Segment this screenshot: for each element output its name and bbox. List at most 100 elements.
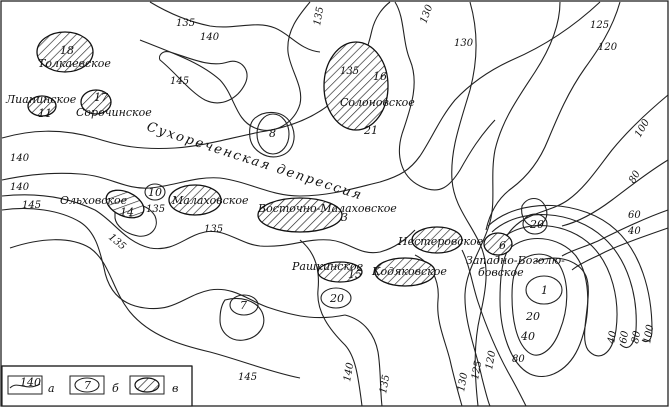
- contour-line: [139, 1, 311, 131]
- contour-value: 100: [633, 117, 652, 140]
- contour-value: 135: [204, 224, 223, 235]
- contour-value: 40: [627, 226, 641, 237]
- number-label: 8: [269, 127, 276, 140]
- contour-line: [299, 239, 363, 407]
- legend: 140 а 7 б в: [1, 365, 193, 407]
- contour-value: 130: [418, 3, 435, 25]
- contour-value: 140: [200, 32, 220, 43]
- number-label: 20: [525, 310, 540, 323]
- field-label-solonovskoe: Солоновское: [340, 96, 415, 109]
- contour-line: [461, 249, 527, 407]
- contour-line: [571, 227, 669, 271]
- contour-line: [561, 159, 669, 227]
- contour-value: 135: [146, 204, 165, 215]
- field-label-rashkinskoe: Рашкинское: [291, 260, 364, 273]
- field-label-nesterovskoe: Нестеровское: [397, 235, 484, 248]
- contour-line: [497, 94, 669, 263]
- structure-1: [525, 275, 563, 305]
- legend-field-icon: [134, 377, 160, 393]
- contour-value: 60: [628, 210, 641, 221]
- contour-line: [485, 1, 621, 231]
- contour-line: [561, 209, 669, 257]
- field-label-olkhovskoe: Ольховское: [60, 194, 128, 207]
- local-structures: [144, 113, 563, 316]
- field-label-vostochno-malakhovskoe: Восточно-Малаховское: [257, 202, 397, 215]
- contour-value: 140: [342, 361, 356, 382]
- number-label: 14: [120, 206, 134, 219]
- contour-line: [394, 1, 496, 191]
- contour-line: [511, 253, 568, 356]
- legend-a-box: [7, 375, 43, 395]
- contour-line: [487, 204, 653, 343]
- number-label: 16: [373, 70, 387, 83]
- number-label: 18: [60, 44, 74, 57]
- field-labels: Толкаевское Лианинское Сорочинское Солон…: [5, 57, 565, 279]
- contour-value: 130: [456, 371, 470, 392]
- contour-value: 140: [10, 153, 30, 164]
- number-label: 10: [148, 186, 162, 199]
- number-label: 20: [529, 218, 544, 231]
- oil-fields: [27, 31, 513, 287]
- contour-value: 135: [312, 6, 326, 27]
- contour-value: 80: [630, 329, 643, 344]
- field-label-malakhovskoe: Малаховское: [171, 194, 249, 207]
- number-label: 11: [38, 107, 52, 120]
- contour-lines: [1, 1, 601, 407]
- field-label-lianinskoe: Лианинское: [5, 93, 77, 106]
- structure-7: [229, 294, 259, 316]
- contour-line: [158, 51, 248, 104]
- number-label: 40: [520, 330, 535, 343]
- contour-value: 125: [470, 360, 484, 381]
- structure-20-east: [522, 213, 548, 235]
- contour-value: 145: [170, 76, 189, 87]
- field-vostochno-malakhovskoe-shape: [257, 197, 343, 233]
- number-label: 15: [348, 268, 362, 281]
- field-lianinskoe-shape: [27, 95, 57, 117]
- contour-value: 120: [484, 349, 498, 370]
- contour-value: 145: [238, 372, 257, 383]
- number-label: 21: [363, 124, 378, 137]
- field-malakhovskoe-shape: [168, 184, 222, 216]
- legend-b-letter: б: [112, 382, 119, 395]
- contour-value: 145: [22, 200, 41, 211]
- legend-structure-icon: [74, 377, 100, 393]
- contour-value: 60: [618, 329, 631, 344]
- field-olkhovskoe-shape: [105, 189, 145, 219]
- field-kodyakovskoe-shape: [374, 257, 436, 287]
- structure-10: [144, 183, 166, 201]
- contour-value: 135: [378, 374, 392, 395]
- field-label-sorochinskoe: Сорочинское: [76, 106, 152, 119]
- contour-value: 125: [590, 20, 609, 31]
- field-nesterovskoe-shape: [411, 226, 463, 254]
- number-label: 7: [240, 299, 247, 312]
- legend-contour-value: 140: [20, 376, 41, 389]
- number-label: 17: [94, 91, 108, 104]
- contour-line: [1, 208, 346, 319]
- contour-value: 80: [512, 354, 525, 365]
- field-zapadno-bogolyubovskoe-shape: [483, 232, 513, 256]
- contour-line: [249, 111, 295, 158]
- contour-line: [344, 314, 383, 407]
- field-label-kodyakovskoe: Кодяковское: [371, 265, 447, 278]
- contour-line: [1, 194, 416, 254]
- contour-value-labels: 135 140 135 145 130 130 125 120 100 80 6…: [10, 3, 656, 395]
- contour-value: 80: [627, 168, 643, 185]
- legend-v-letter: в: [172, 382, 178, 395]
- legend-contour-icon: [9, 383, 41, 389]
- legend-field-number: 7: [84, 379, 91, 392]
- contour-value: 100: [642, 323, 656, 344]
- contour-line: [1, 1, 601, 197]
- field-rashkinskoe-shape: [317, 261, 363, 283]
- structure-20-left: [320, 287, 352, 309]
- contour-line: [219, 297, 265, 341]
- contour-line: [499, 225, 618, 357]
- contour-line: [499, 238, 589, 377]
- field-label-zapadno-bogolyubovskoe-2: бовское: [478, 266, 524, 279]
- field-label-zapadno-bogolyubovskoe-1: Западно-Боголю-: [466, 254, 565, 267]
- contour-lines-east: [451, 1, 669, 407]
- field-tolkaevskoe-shape: [36, 31, 94, 73]
- structure-8: [256, 113, 290, 155]
